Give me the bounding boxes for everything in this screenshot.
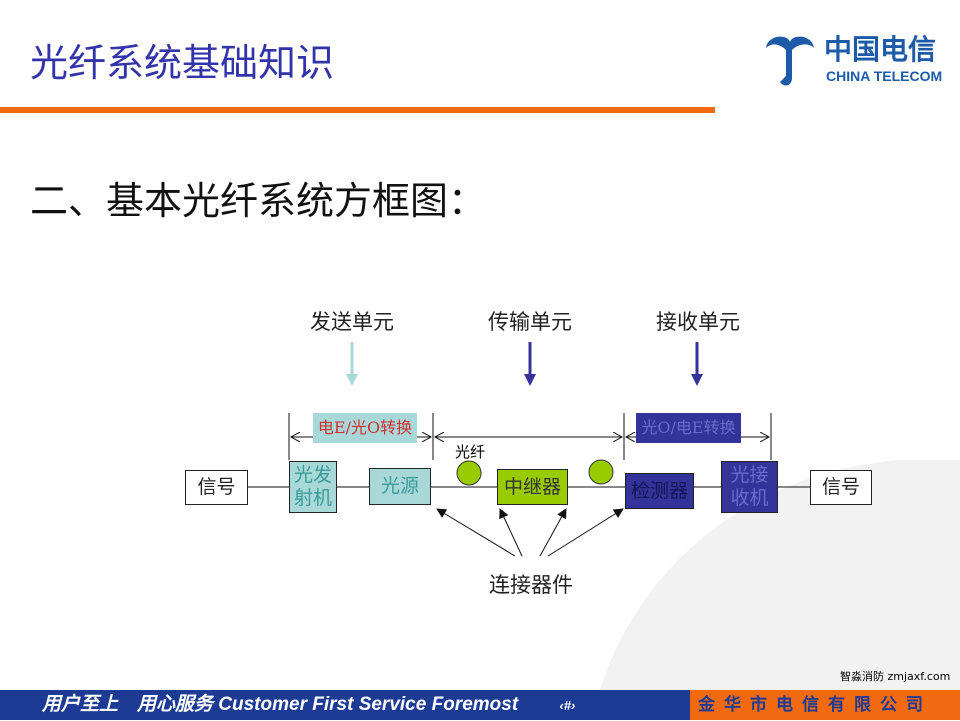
logo-en: CHINA TELECOM [826, 68, 943, 84]
optical-receiver-box: 光接收机 [721, 461, 778, 513]
watermark-text: 智淼消防 zmjaxf.com [840, 670, 951, 683]
eo-conversion-label: 电E/光O转换 [313, 413, 417, 443]
page-number: ‹#› [559, 698, 576, 713]
telecom-logo-icon [766, 36, 814, 86]
fiber-connector-circle [456, 460, 482, 486]
title-rule [0, 107, 715, 113]
oe-conversion-label: 光O/电E转换 [636, 413, 741, 443]
section-heading: 二、基本光纤系统方框图： [30, 179, 487, 223]
fiber-label: 光纤 [455, 443, 486, 461]
logo-cn: 中国电信 [824, 33, 937, 66]
optical-transmitter-box: 光发射机 [289, 461, 337, 513]
signal-input-box: 信号 [185, 470, 248, 505]
signal-output-box: 信号 [810, 470, 872, 505]
china-telecom-logo: 中国电信 CHINA TELECOM [758, 28, 948, 92]
connector-label: 连接器件 [489, 573, 573, 597]
label-receive-unit: 接收单元 [656, 310, 740, 334]
light-source-box: 光源 [369, 468, 431, 505]
repeater-box: 中继器 [497, 469, 568, 505]
detector-box: 检测器 [625, 473, 694, 509]
fiber-connector-circle [588, 459, 614, 485]
down-arrows [346, 342, 703, 386]
footer-company: 金华市电信有限公司 [690, 690, 960, 720]
footer-slogan: 用户至上 用心服务 Customer First Service Foremos… [42, 694, 519, 715]
label-send-unit: 发送单元 [310, 310, 394, 334]
label-transmit-unit: 传输单元 [488, 310, 572, 334]
footer-slogan-bar: 用户至上 用心服务 Customer First Service Foremos… [0, 690, 690, 720]
slide-title: 光纤系统基础知识 [30, 41, 335, 85]
